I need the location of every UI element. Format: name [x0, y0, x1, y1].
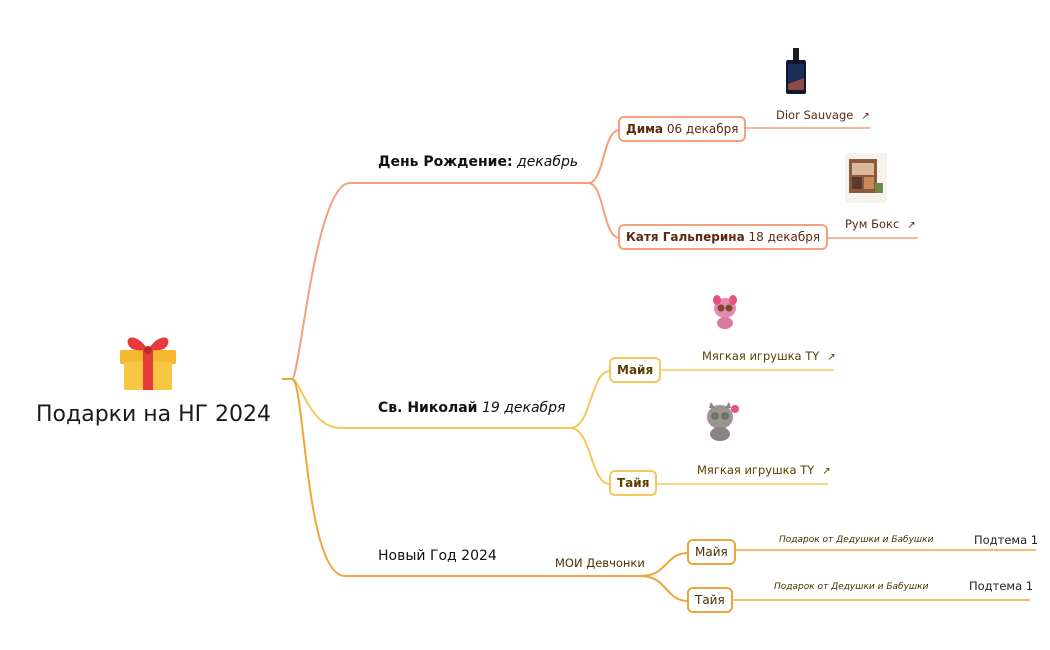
- person-taya-newyear-name: Тайя: [695, 593, 725, 607]
- newyear-maya-subtopic[interactable]: Подтема 1: [974, 533, 1039, 547]
- gift-ty-plush-maya-label: Мягкая игрушка TY: [702, 349, 820, 363]
- external-link-icon[interactable]: ↗: [861, 111, 870, 122]
- gift-ty-plush-taya[interactable]: Мягкая игрушка TY ↗: [697, 463, 831, 477]
- branch-birthday-month: декабрь: [517, 154, 579, 170]
- external-link-icon[interactable]: ↗: [822, 466, 831, 477]
- birthday-to-katya-line: [587, 182, 621, 239]
- person-dima-name: Дима: [626, 122, 664, 136]
- branch-birthday[interactable]: День Рождение: декабрь: [378, 154, 578, 170]
- gift-dior-label: Dior Sauvage: [776, 108, 854, 122]
- person-dima[interactable]: Дима 06 декабря: [618, 116, 747, 142]
- person-katya-name: Катя Гальперина: [626, 230, 745, 244]
- person-maya-nicholas[interactable]: Майя: [609, 357, 662, 383]
- branch-nicholas[interactable]: Св. Николай 19 декабря: [378, 400, 565, 416]
- gift-room-box[interactable]: Рум Бокс ↗: [845, 217, 916, 231]
- external-link-icon[interactable]: ↗: [827, 352, 836, 363]
- nicholas-to-taya-line: [569, 427, 611, 485]
- newyear-sub-label[interactable]: МОИ Девчонки: [555, 556, 645, 570]
- person-maya-newyear-name: Майя: [695, 545, 728, 559]
- grey-cat-plush-toy-image: [701, 400, 743, 442]
- person-taya-nicholas[interactable]: Тайя: [609, 470, 658, 496]
- gift-icon: [115, 326, 181, 392]
- newyear-to-taya-line: [639, 575, 689, 602]
- room-box-image: [845, 153, 887, 203]
- newyear-taya-note[interactable]: Подарок от Дедушки и Бабушки: [774, 582, 929, 592]
- birthday-branch-line: [291, 182, 588, 380]
- person-taya-newyear[interactable]: Тайя: [687, 587, 733, 613]
- branch-nicholas-date: 19 декабря: [481, 400, 566, 416]
- gift-room-box-label: Рум Бокс: [845, 217, 900, 231]
- newyear-to-maya-line: [639, 552, 689, 577]
- person-katya-date: 18 декабря: [748, 230, 821, 244]
- branch-nicholas-title: Св. Николай: [378, 400, 478, 416]
- newyear-branch-line: [291, 378, 640, 577]
- person-maya-nicholas-name: Майя: [617, 363, 654, 377]
- gift-ty-plush-maya[interactable]: Мягкая игрушка TY ↗: [702, 349, 836, 363]
- branch-newyear-title: Новый Год 2024: [378, 548, 497, 564]
- branch-birthday-title: День Рождение:: [378, 154, 513, 170]
- newyear-taya-subtopic[interactable]: Подтема 1: [969, 579, 1034, 593]
- newyear-maya-note[interactable]: Подарок от Дедушки и Бабушки: [779, 535, 934, 545]
- root-title[interactable]: Подарки на НГ 2024: [36, 402, 272, 427]
- pink-plush-toy-image: [708, 292, 742, 330]
- person-dima-date: 06 декабря: [666, 122, 739, 136]
- birthday-to-dima-line: [587, 129, 621, 184]
- person-taya-nicholas-name: Тайя: [617, 476, 650, 490]
- nicholas-to-maya-line: [569, 370, 611, 429]
- external-link-icon[interactable]: ↗: [907, 220, 916, 231]
- perfume-bottle-image: [783, 48, 809, 94]
- branch-newyear[interactable]: Новый Год 2024: [378, 548, 497, 564]
- person-katya[interactable]: Катя Гальперина 18 декабря: [618, 224, 829, 250]
- gift-ty-plush-taya-label: Мягкая игрушка TY: [697, 463, 815, 477]
- gift-dior-sauvage[interactable]: Dior Sauvage ↗: [776, 108, 870, 122]
- person-maya-newyear[interactable]: Майя: [687, 539, 736, 565]
